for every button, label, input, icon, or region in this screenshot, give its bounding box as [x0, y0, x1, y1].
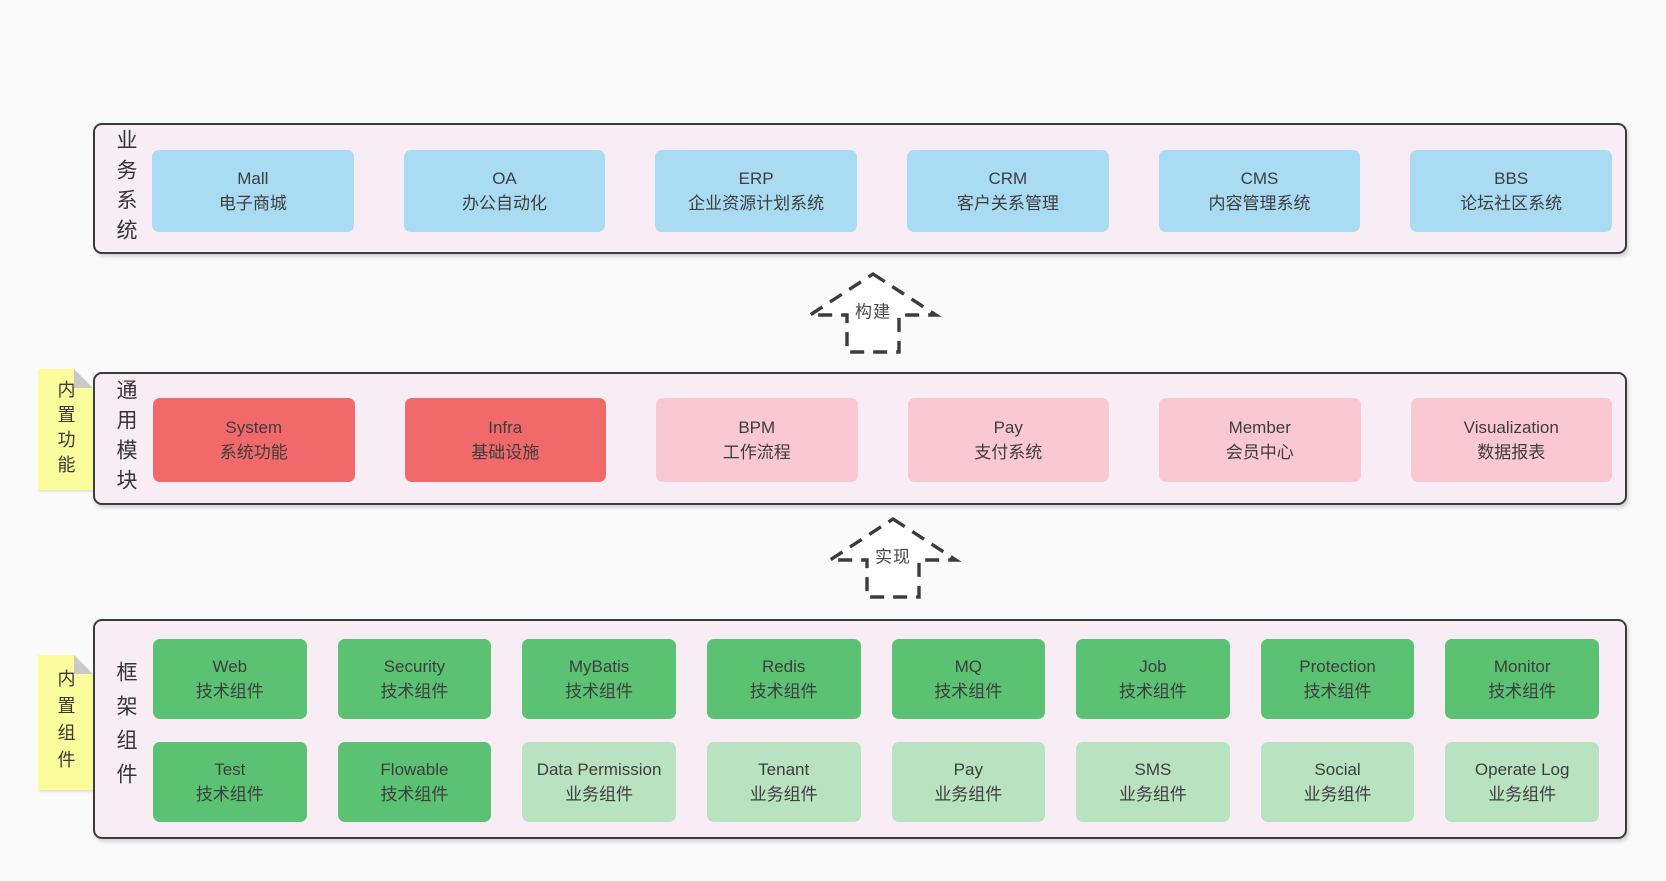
builtin-components-note: 内置组件 — [38, 655, 93, 790]
box-mall: Mall 电子商城 — [152, 150, 354, 232]
box-monitor: Monitor 技术组件 — [1445, 639, 1599, 719]
box-redis: Redis 技术组件 — [706, 639, 861, 719]
box-tenant: Tenant 业务组件 — [706, 742, 861, 822]
box-oa: OA 办公自动化 — [403, 150, 606, 232]
business-systems-label: 业务系统 — [114, 128, 137, 249]
box-data-permission: Data Permission 业务组件 — [522, 742, 676, 822]
box-security: Security 技术组件 — [337, 639, 492, 719]
business-systems-panel: 业务系统 Mall 电子商城 OA 办公自动化 ERP 企业资源计划系统 CRM… — [93, 123, 1627, 254]
box-pay-biz: Pay 业务组件 — [891, 742, 1046, 822]
implement-arrow-label: 实现 — [872, 542, 914, 568]
box-flowable: Flowable 技术组件 — [337, 742, 492, 822]
box-mq: MQ 技术组件 — [891, 639, 1046, 719]
box-mybatis: MyBatis 技术组件 — [522, 639, 676, 719]
box-bpm: BPM 工作流程 — [656, 398, 858, 482]
box-cms: CMS 内容管理系统 — [1158, 150, 1361, 232]
box-operate-log: Operate Log 业务组件 — [1445, 742, 1599, 822]
box-test: Test 技术组件 — [153, 742, 307, 822]
box-protection: Protection 技术组件 — [1260, 639, 1415, 719]
common-modules-boxes: System 系统功能 Infra 基础设施 BPM 工作流程 Pay 支付系统… — [153, 398, 1612, 482]
box-system: System 系统功能 — [153, 398, 355, 482]
box-social: Social 业务组件 — [1260, 742, 1415, 822]
business-systems-boxes: Mall 电子商城 OA 办公自动化 ERP 企业资源计划系统 CRM 客户关系… — [152, 150, 1612, 232]
common-modules-label: 通用模块 — [114, 378, 137, 499]
builtin-functions-note: 内置功能 — [38, 369, 93, 490]
box-member: Member 会员中心 — [1159, 398, 1361, 482]
box-crm: CRM 客户关系管理 — [907, 150, 1109, 232]
box-erp: ERP 企业资源计划系统 — [655, 150, 857, 232]
implement-arrow: 实现 — [824, 516, 962, 600]
framework-components-panel: 框架组件 Web 技术组件 Security 技术组件 MyBatis 技术组件… — [93, 619, 1627, 839]
build-arrow-label: 构建 — [852, 297, 894, 323]
box-web: Web 技术组件 — [153, 639, 307, 719]
box-sms: SMS 业务组件 — [1076, 742, 1230, 822]
framework-components-boxes: Web 技术组件 Security 技术组件 MyBatis 技术组件 Redi… — [153, 639, 1599, 822]
box-bbs: BBS 论坛社区系统 — [1410, 150, 1612, 232]
box-visualization: Visualization 数据报表 — [1410, 398, 1612, 482]
box-job: Job 技术组件 — [1076, 639, 1230, 719]
box-infra: Infra 基础设施 — [404, 398, 606, 482]
common-modules-panel: 通用模块 System 系统功能 Infra 基础设施 BPM 工作流程 Pay… — [93, 372, 1627, 505]
build-arrow: 构建 — [804, 271, 942, 355]
box-pay: Pay 支付系统 — [907, 398, 1109, 482]
framework-components-label: 框架组件 — [114, 661, 137, 797]
